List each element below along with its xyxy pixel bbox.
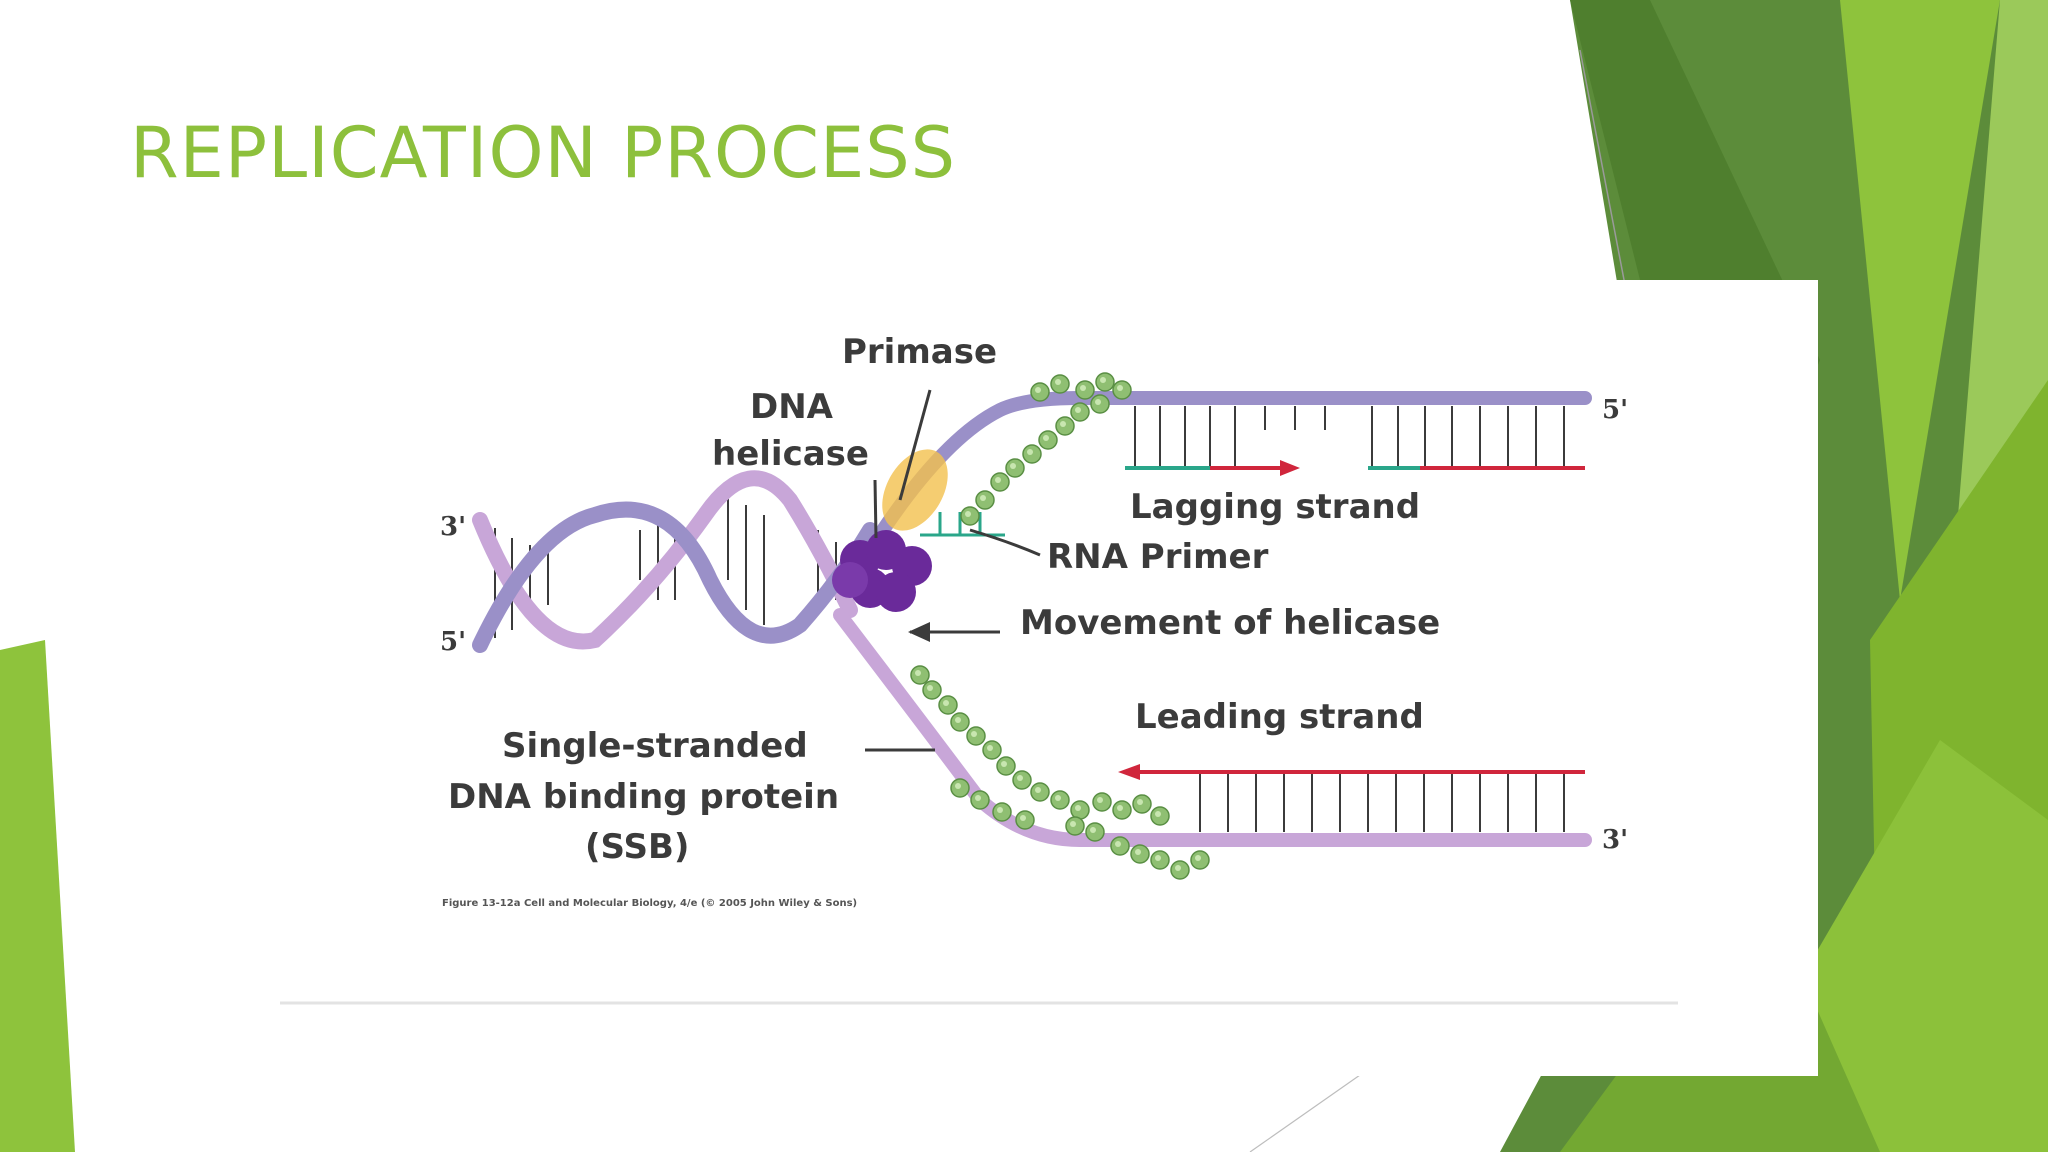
ssb-protein: [1070, 402, 1090, 422]
ssb-protein: [1050, 374, 1070, 394]
leading-strand-label: Leading strand: [1135, 697, 1424, 737]
ssb-protein: [1110, 836, 1130, 856]
ssb-protein: [1055, 416, 1075, 436]
ssb-protein: [996, 756, 1016, 776]
parental-strand-front: [472, 501, 878, 653]
strand-end-top-right: 5': [1602, 395, 1628, 425]
ssb-protein: [950, 712, 970, 732]
ssb-protein: [1030, 382, 1050, 402]
ssb-protein: [1015, 810, 1035, 830]
ssb-protein: [970, 790, 990, 810]
primase-enzyme: [882, 449, 948, 531]
ssb-protein: [1070, 800, 1090, 820]
ssb-protein: [975, 490, 995, 510]
ssb-protein: [1012, 770, 1032, 790]
ssb-protein: [950, 778, 970, 798]
ssb-protein: [990, 472, 1010, 492]
dna-replication-diagram: Primase DNA helicase Lagging strand RNA …: [280, 332, 1678, 1005]
strand-end-bottom-left: 5': [440, 627, 466, 657]
ssb-protein: [1132, 794, 1152, 814]
ssb-protein: [1170, 860, 1190, 880]
ssb-protein: [1112, 380, 1132, 400]
lagging-strand-base-pairs: [1134, 406, 1565, 468]
ssb-protein: [1112, 800, 1132, 820]
ssb-protein: [1085, 822, 1105, 842]
ssb-protein: [982, 740, 1002, 760]
ssb-protein: [1090, 394, 1110, 414]
dna-helicase-label-line1: DNA: [750, 387, 834, 427]
ssb-protein: [910, 665, 930, 685]
lagging-strand-label: Lagging strand: [1130, 487, 1420, 527]
ssb-label-line3: (SSB): [585, 827, 689, 867]
rna-primer-label: RNA Primer: [1047, 537, 1269, 577]
movement-of-helicase-label: Movement of helicase: [1020, 603, 1440, 643]
ssb-protein: [1095, 372, 1115, 392]
ssb-protein: [1022, 444, 1042, 464]
movement-arrowhead: [908, 622, 930, 642]
ssb-protein: [1005, 458, 1025, 478]
ssb-protein: [1092, 792, 1112, 812]
ssb-protein: [992, 802, 1012, 822]
parental-strand-back: [472, 470, 858, 650]
primase-label: Primase: [842, 332, 997, 372]
helicase-enzyme: [832, 530, 932, 612]
ssb-label-line2: DNA binding protein: [448, 777, 839, 817]
ssb-protein: [1150, 850, 1170, 870]
ssb-protein: [1150, 806, 1170, 826]
ssb-proteins: [910, 372, 1210, 880]
lagging-direction-arrow: [1280, 460, 1300, 476]
lagging-template-strand: [863, 391, 1592, 557]
leading-strand-base-pairs: [1199, 772, 1565, 832]
ssb-label-line1: Single-stranded: [502, 726, 808, 766]
strand-end-top-left: 3': [440, 512, 466, 542]
dna-replication-figure: Primase DNA helicase Lagging strand RNA …: [280, 280, 1818, 1076]
ssb-protein: [1030, 782, 1050, 802]
ssb-protein: [966, 726, 986, 746]
leading-template-strand: [833, 608, 1592, 847]
ssb-protein: [1190, 850, 1210, 870]
ssb-protein: [1050, 790, 1070, 810]
strand-end-bottom-right: 3': [1602, 825, 1628, 855]
ssb-protein: [1130, 844, 1150, 864]
ssb-protein: [1065, 816, 1085, 836]
figure-caption: Figure 13-12a Cell and Molecular Biology…: [442, 898, 857, 909]
ssb-protein: [1038, 430, 1058, 450]
ssb-protein: [922, 680, 942, 700]
leading-direction-arrow: [1118, 764, 1140, 780]
ssb-protein: [960, 506, 980, 526]
ssb-protein: [938, 695, 958, 715]
slide-title: REPLICATION PROCESS: [130, 112, 957, 194]
dna-helicase-label-line2: helicase: [712, 434, 869, 474]
ssb-protein: [1075, 380, 1095, 400]
